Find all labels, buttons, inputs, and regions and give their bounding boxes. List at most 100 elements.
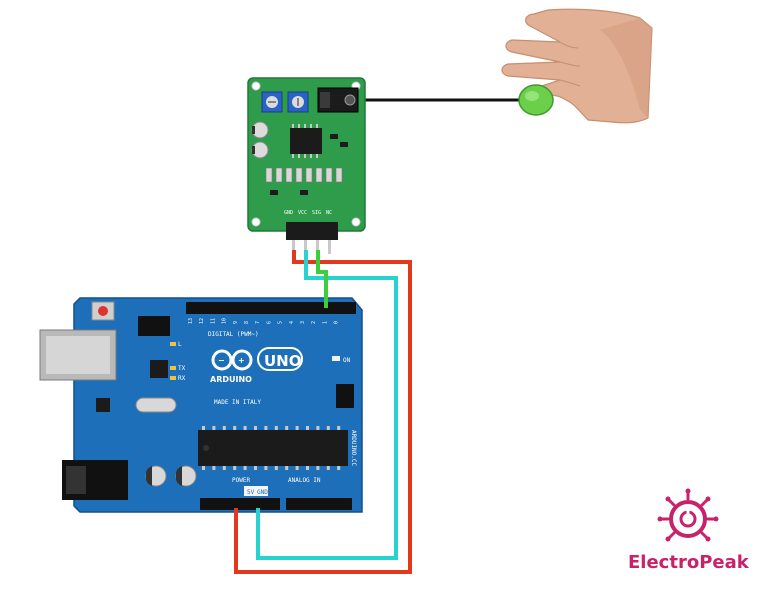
smd-components bbox=[270, 134, 348, 195]
chip-pin bbox=[316, 426, 320, 430]
digital-header-label: DIGITAL (PWM~) bbox=[208, 331, 259, 338]
icsp-header bbox=[138, 316, 170, 336]
rx-led-label: RX bbox=[178, 375, 186, 382]
chip-pin bbox=[212, 426, 216, 430]
chip-pin bbox=[243, 426, 247, 430]
chip-pin bbox=[264, 426, 268, 430]
on-led-label: ON bbox=[343, 357, 351, 364]
chip-pin bbox=[326, 426, 330, 430]
sensor-pin-label: NC bbox=[326, 210, 332, 216]
electropeak-logo-icon bbox=[657, 488, 719, 542]
chip-pin bbox=[316, 466, 320, 470]
chip-pin bbox=[222, 426, 226, 430]
chip-pin bbox=[264, 466, 268, 470]
capacitor bbox=[251, 141, 269, 159]
svg-text:+: + bbox=[238, 356, 245, 365]
hand-knuckle-line bbox=[559, 61, 581, 67]
gnd-pin-label: GND bbox=[257, 489, 268, 496]
mounting-hole bbox=[351, 217, 361, 227]
voltage-regulator bbox=[96, 398, 110, 412]
digital-pin-label: 3 bbox=[300, 321, 306, 324]
electrolytic-capacitor bbox=[175, 465, 197, 487]
audio-jack bbox=[317, 87, 359, 113]
chip-pin bbox=[274, 426, 278, 430]
chip-pin bbox=[274, 466, 278, 470]
ground-wire bbox=[256, 250, 398, 560]
sensor-pin-label: VCC bbox=[298, 210, 307, 216]
digital-pin-label: 4 bbox=[289, 321, 295, 324]
tx-led-label: TX bbox=[178, 365, 186, 372]
icsp-header-right bbox=[336, 384, 354, 408]
digital-pin-label: 0 bbox=[334, 321, 340, 324]
chip-pin bbox=[202, 426, 205, 430]
made-in-label: MADE IN ITALY bbox=[214, 399, 261, 406]
chip-pin bbox=[306, 466, 309, 470]
electropeak-brand-name: ElectroPeak bbox=[628, 552, 750, 573]
capacitor bbox=[251, 121, 269, 139]
electrolytic-capacitor bbox=[145, 465, 167, 487]
led-labels: ON L TX RX bbox=[170, 341, 351, 382]
hand-knuckle-line bbox=[559, 79, 581, 87]
digital-pin-label: 9 bbox=[233, 321, 239, 324]
l-led-label: L bbox=[178, 341, 182, 348]
digital-pin-label: 12 bbox=[199, 318, 205, 324]
mounting-hole bbox=[251, 81, 261, 91]
gsr-sensor-module: GND VCC SIG NC bbox=[247, 77, 366, 254]
chip-pin bbox=[285, 426, 289, 430]
digital-pin-label: 1 bbox=[322, 321, 328, 324]
digital-pin-label: 7 bbox=[255, 321, 261, 324]
electropeak-logo: ElectroPeak bbox=[628, 488, 750, 573]
usb-connector bbox=[39, 329, 117, 381]
digital-pin-label: 10 bbox=[222, 318, 228, 324]
hand-knuckle-line bbox=[559, 41, 579, 49]
sensor-pin-label: SIG bbox=[312, 210, 321, 216]
power-header-label: POWER bbox=[232, 477, 250, 484]
uno-logo-text: UNO bbox=[264, 352, 302, 370]
chip-pin bbox=[337, 426, 341, 430]
digital-pin-label: 13 bbox=[188, 318, 194, 324]
chip-pin bbox=[254, 466, 257, 470]
uno-badge bbox=[257, 347, 303, 371]
atmega-chip bbox=[198, 426, 348, 470]
resistor-array bbox=[265, 167, 343, 183]
signal-wire bbox=[316, 250, 328, 308]
chip-pin bbox=[233, 466, 237, 470]
arduino-brand-text: ARDUINO bbox=[210, 375, 252, 384]
chip-pin bbox=[326, 466, 330, 470]
hand-shadow bbox=[600, 18, 652, 118]
digital-pin-header bbox=[186, 302, 356, 314]
arduino-logo: − + bbox=[211, 349, 253, 371]
5v-pin-label: 5V bbox=[247, 489, 255, 496]
svg-text:−: − bbox=[218, 356, 225, 365]
digital-pin-label: 6 bbox=[266, 321, 272, 324]
digital-pin-label: 8 bbox=[244, 321, 250, 324]
chip-pin bbox=[254, 426, 257, 430]
finger-clip-electrode bbox=[518, 84, 554, 116]
reset-button bbox=[91, 301, 115, 321]
chip-pin bbox=[306, 426, 309, 430]
chip-pin bbox=[233, 426, 237, 430]
chip-pin bbox=[337, 466, 341, 470]
chip-pin bbox=[295, 466, 299, 470]
sensor-pin-header bbox=[286, 222, 338, 254]
power-wire bbox=[234, 250, 412, 574]
digital-pin-label: 5 bbox=[278, 321, 284, 324]
chip-pin bbox=[243, 466, 247, 470]
mounting-hole bbox=[251, 217, 261, 227]
analog-pin-header bbox=[286, 498, 352, 510]
potentiometer bbox=[287, 91, 309, 113]
chip-pin bbox=[222, 466, 226, 470]
potentiometer bbox=[261, 91, 283, 113]
digital-pin-label: 11 bbox=[210, 318, 216, 324]
chip-pin bbox=[285, 466, 289, 470]
chip-pin bbox=[295, 426, 299, 430]
chip-pin bbox=[212, 466, 216, 470]
power-pin-header bbox=[200, 498, 280, 510]
op-amp-chip bbox=[290, 124, 322, 158]
analog-header-label: ANALOG IN bbox=[288, 477, 321, 484]
usb-interface-chip bbox=[150, 360, 168, 378]
chip-pin bbox=[202, 466, 205, 470]
digital-pin-label: 2 bbox=[311, 321, 317, 324]
